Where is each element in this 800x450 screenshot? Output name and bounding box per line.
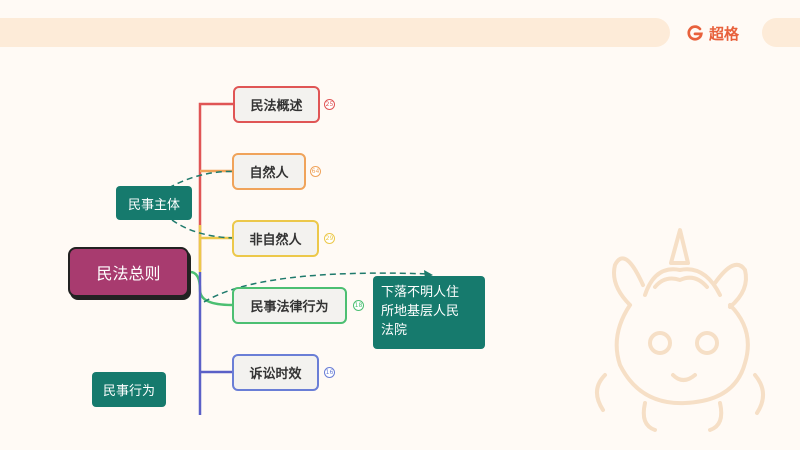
node-limitation-of-action[interactable]: 诉讼时效 (232, 354, 319, 391)
node-non-natural-person[interactable]: 非自然人 (232, 220, 319, 257)
count-badge: 16 (324, 367, 335, 378)
connector-green (189, 270, 233, 307)
node-civil-juristic-act[interactable]: 民事法律行为 (232, 287, 347, 324)
note-basic-court[interactable]: 下落不明人住 所地基层人民 法院 (373, 276, 485, 349)
connector-red (198, 102, 233, 270)
unicorn-mascot-watermark (595, 228, 765, 432)
note-civil-act[interactable]: 民事行为 (92, 372, 166, 407)
count-badge: 29 (324, 233, 335, 244)
note-civil-subject[interactable]: 民事主体 (116, 186, 192, 220)
count-badge: 64 (310, 166, 321, 177)
count-badge: 18 (353, 300, 364, 311)
brand-g-icon (687, 25, 703, 41)
brand-name: 超格 (709, 24, 740, 43)
connector-blue (198, 272, 232, 415)
node-natural-person[interactable]: 自然人 (232, 153, 306, 190)
top-banner-end (762, 18, 800, 47)
top-banner (0, 18, 670, 47)
mindmap-root[interactable]: 民法总则 (68, 247, 189, 297)
node-civil-law-overview[interactable]: 民法概述 (233, 86, 320, 123)
count-badge: 25 (324, 99, 335, 110)
brand-logo: 超格 (686, 21, 739, 45)
